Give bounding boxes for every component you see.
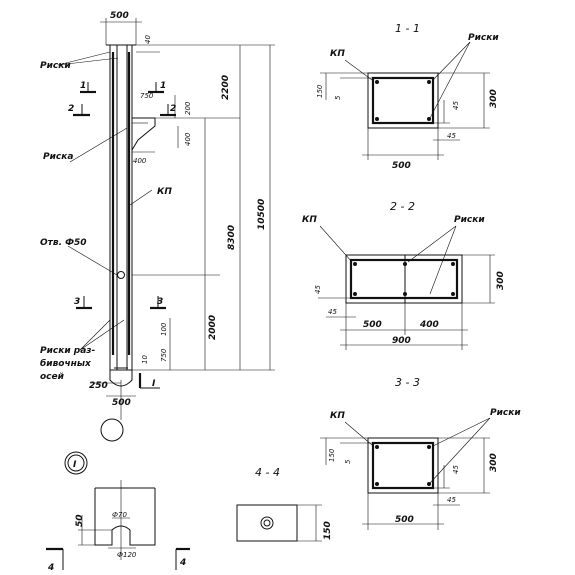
section-3-3-drawing [320, 437, 490, 530]
dim-45-s33-v: 45 [452, 465, 460, 474]
label-riski-s33: Риски [490, 408, 521, 418]
detail-I-marker: I [64, 451, 88, 475]
dim-900-s22: 900 [392, 336, 411, 346]
dim-300-s11: 300 [489, 89, 499, 108]
section-mark-1-left: 1 [80, 81, 86, 91]
dim-40: 40 [144, 35, 152, 44]
dim-500-top: 500 [110, 11, 129, 21]
dim-200: 200 [184, 101, 192, 115]
dim-50-detail: 50 [75, 514, 85, 527]
label-riski-s11: Риски [468, 33, 499, 43]
dim-500-s22: 500 [363, 320, 382, 330]
dim-2000: 2000 [208, 315, 218, 340]
dim-45-s33-h: 45 [447, 496, 456, 504]
dim-150-s33: 150 [328, 448, 336, 462]
detail-I-drawing [46, 480, 190, 570]
section-mark-4-left: 4 [47, 563, 54, 573]
label-riski-raz-1: Риски раз- [40, 346, 96, 356]
label-riski-elev: Риски [40, 61, 71, 71]
dim-chain-right [132, 44, 275, 371]
label-otv-50: Отв. Ф50 [40, 238, 87, 248]
dim-750-top: 750 [140, 92, 154, 100]
section-mark-2-right: 2 [170, 104, 176, 114]
column-elevation [100, 44, 156, 442]
dim-400-bottom: 400 [133, 157, 147, 165]
dim-10500: 10500 [257, 199, 267, 230]
dim-phi120: Ф120 [117, 551, 137, 559]
axis-marker-circle [100, 418, 124, 442]
dim-750-bottom: 750 [160, 348, 168, 362]
dim-45-s22-v: 45 [314, 285, 322, 294]
section-mark-3-left: 3 [74, 297, 80, 307]
dim-100: 100 [160, 322, 168, 336]
dim-2200: 2200 [221, 75, 231, 100]
dim-500-s11: 500 [392, 161, 411, 171]
label-riski-raz-2: бивочных [40, 358, 92, 369]
section-mark-3-right: 3 [157, 297, 163, 307]
section-4-4-drawing [236, 504, 322, 542]
hole-50-circle [117, 271, 125, 279]
section-mark-2-left: 2 [68, 104, 74, 114]
section-title-1-1: 1 - 1 [395, 22, 420, 35]
dim-150-s44: 150 [323, 521, 333, 540]
dim-250: 250 [89, 381, 108, 391]
detail-I-label: I [73, 460, 77, 470]
dim-phi70: Ф70 [112, 511, 127, 519]
section-title-2-2: 2 - 2 [390, 200, 415, 213]
dim-5-s11: 5 [334, 95, 342, 100]
dim-10: 10 [141, 355, 149, 364]
label-kp-elev: КП [157, 187, 172, 197]
detail-mark-I: I [152, 379, 156, 389]
dim-300-s22: 300 [496, 271, 506, 290]
label-kp-s22: КП [302, 215, 317, 225]
section-1-1-drawing [320, 72, 490, 160]
dim-500-s33: 500 [395, 515, 414, 525]
dim-45-s22-h: 45 [328, 308, 337, 316]
dim-top-500: 500 [100, 11, 142, 45]
label-riski-s22: Риски [454, 215, 485, 225]
section-mark-1-right: 1 [160, 81, 166, 91]
section-2-2-drawing [318, 254, 495, 350]
dim-300-s33: 300 [489, 453, 499, 472]
section-marks: 1 1 2 2 3 3 [68, 81, 176, 310]
label-riska: Риска [43, 152, 73, 162]
dim-500-bottom: 500 [112, 398, 131, 408]
dim-150-s11: 150 [316, 84, 324, 98]
section-title-3-3: 3 - 3 [395, 376, 420, 389]
dim-5-s33: 5 [344, 459, 352, 464]
dim-45-s11-h: 45 [447, 132, 456, 140]
dim-8300: 8300 [227, 225, 237, 250]
section-title-4-4: 4 - 4 [255, 466, 280, 479]
section-mark-4-right: 4 [179, 558, 186, 568]
dim-45-s11-v: 45 [452, 101, 460, 110]
dim-400-side: 400 [184, 132, 192, 146]
dim-400-s22: 400 [419, 320, 439, 330]
label-kp-s33: КП [330, 411, 345, 421]
label-riski-raz-3: осей [40, 372, 65, 382]
label-kp-s11: КП [330, 49, 345, 59]
